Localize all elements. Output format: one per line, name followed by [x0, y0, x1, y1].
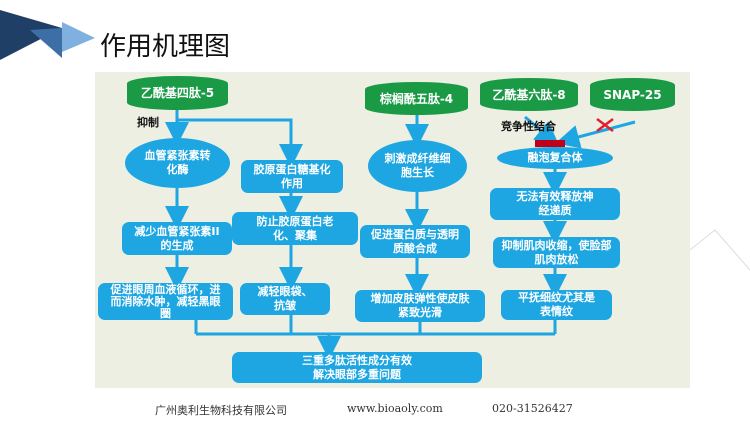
final-result-node: 三重多肽活性成分有效解决眼部多重问题	[232, 352, 482, 383]
reduce-angiotensin-node: 减少血管紧张素II的生成	[122, 222, 232, 255]
ace-node: 血管紧张素转化酶	[125, 138, 230, 188]
peptide-acetyl-hexapeptide-8: 乙酰基六肽-8	[480, 78, 578, 111]
eye-bags-node: 减轻眼袋、抗皱	[240, 283, 330, 315]
muscle-relax-node: 抑制肌肉收缩，使脸部肌肉放松	[493, 237, 620, 268]
inhibit-label: 抑制	[137, 116, 159, 129]
binding-site-marker	[535, 140, 565, 147]
neurotransmitter-node: 无法有效释放神经递质	[490, 188, 620, 220]
phone: 020-31526427	[492, 402, 573, 415]
peptide-palmitoyl-pentapeptide-4: 棕榈酰五肽-4	[365, 82, 468, 115]
mechanism-flowchart: 乙酰基四肽-5 抑制 血管紧张素转化酶 胶原蛋白糖基化作用 防止胶原蛋白老化、聚…	[95, 72, 690, 388]
page-title: 作用机理图	[100, 32, 231, 62]
competitive-binding-label: 竞争性结合	[501, 120, 556, 133]
company-name: 广州奥利生物科技有限公司	[155, 404, 287, 417]
flow-arrows	[165, 110, 636, 360]
fibroblast-node: 刺激成纤维细胞生长	[368, 140, 467, 192]
website: www.bioaoly.com	[347, 402, 443, 415]
fusion-complex-node: 融泡复合体	[497, 147, 613, 169]
prevent-aging-node: 防止胶原蛋白老化、聚集	[232, 212, 358, 245]
snap-25-node: SNAP-25	[590, 78, 675, 111]
glycation-node: 胶原蛋白糖基化作用	[241, 160, 343, 193]
wrinkle-node: 平抚细纹尤其是表情纹	[501, 290, 612, 320]
protein-synthesis-node: 促进蛋白质与透明质酸合成	[360, 225, 470, 258]
peptide-acetyl-tetrapeptide-5: 乙酰基四肽-5	[127, 76, 228, 110]
elasticity-node: 增加皮肤弹性使皮肤紧致光滑	[355, 290, 485, 322]
blocked-x-icon	[596, 118, 614, 132]
circulation-node: 促进眼周血液循环，进而消除水肿，减轻黑眼圈	[98, 283, 233, 320]
